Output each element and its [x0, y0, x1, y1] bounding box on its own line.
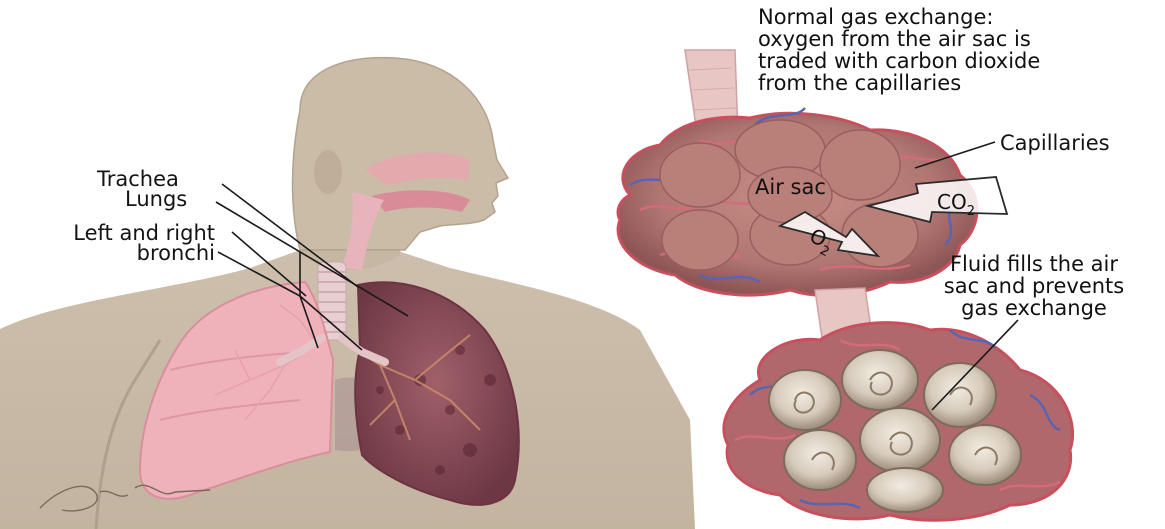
fluid-line: Fluid fills the air [914, 253, 1154, 275]
fluid-caption: Fluid fills the air sac and prevents gas… [914, 253, 1154, 319]
air-sac-label: Air sac [755, 175, 826, 199]
fluid-line: gas exchange [914, 297, 1154, 319]
caption-line: from the capillaries [758, 72, 1163, 94]
lungs-label: Lungs [125, 188, 187, 210]
fluid-line: sac and prevents [914, 275, 1154, 297]
caption-line: traded with carbon dioxide [758, 50, 1163, 72]
caption-line: Normal gas exchange: [758, 6, 1163, 28]
capillaries-label: Capillaries [1000, 132, 1110, 154]
bronchi-label-line2: bronchi [10, 242, 215, 264]
alveolar-cluster-fluid [724, 288, 1073, 520]
human-head [293, 58, 509, 250]
normal-exchange-caption: Normal gas exchange: oxygen from the air… [758, 6, 1163, 94]
caption-line: oxygen from the air sac is [758, 28, 1163, 50]
